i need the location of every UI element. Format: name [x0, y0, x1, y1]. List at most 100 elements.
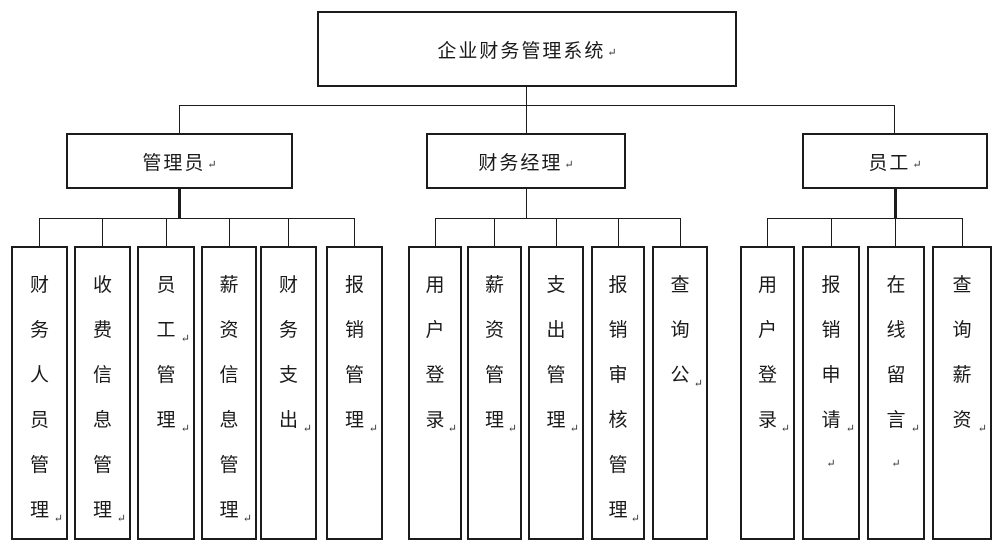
branch-label: 员工 — [868, 151, 911, 174]
leaf-char-line: 申 — [804, 351, 858, 396]
leaf-char: 审 — [608, 364, 628, 386]
leaf-char: 理 — [156, 409, 176, 431]
leaf-char: 收 — [92, 274, 112, 296]
return-mark: ↵ — [912, 157, 922, 171]
leaf-char-line: 录↵ — [742, 396, 793, 441]
leaf-char-line: 管 — [593, 441, 643, 486]
leaf-char-line: 报 — [804, 261, 858, 306]
leaf-char: 登 — [425, 364, 445, 386]
leaf-char-line: 收 — [76, 261, 129, 306]
leaf-char: 员 — [156, 274, 176, 296]
leaf-char: 理 — [92, 499, 112, 521]
leaf-char: 登 — [757, 364, 777, 386]
leaf-char-line: 在 — [869, 261, 923, 306]
leaf-char-line: 户 — [410, 306, 460, 351]
return-mark: ↵ — [507, 422, 517, 435]
leaf-char: 销 — [608, 319, 628, 341]
leaf-char: 销 — [344, 319, 364, 341]
leaf-char-line: 核 — [593, 396, 643, 441]
leaf-char: 出 — [546, 319, 566, 341]
leaf-char-line: 管 — [469, 351, 520, 396]
leaf-char: 息 — [92, 409, 112, 431]
leaf-char: 申 — [821, 364, 841, 386]
leaf-char-line: 请↵ — [804, 396, 858, 441]
leaf-char-line: 息 — [203, 396, 255, 441]
leaf-char: 管 — [92, 454, 112, 476]
leaf-char: 请 — [821, 409, 841, 431]
node-reimbursement-application: 报销申请↵↵ — [802, 246, 860, 540]
leaf-char: 管 — [608, 454, 628, 476]
return-mark: ↵ — [368, 422, 378, 435]
leaf-char-line: 资 — [203, 306, 255, 351]
return-mark: ↵ — [780, 422, 790, 435]
node-finance-staff-management: 财务人员管理↵ — [11, 246, 68, 540]
leaf-char: 费 — [92, 319, 112, 341]
leaf-char: 支 — [546, 274, 566, 296]
connector-leaf-drop — [354, 218, 355, 246]
leaf-char: 管 — [156, 364, 176, 386]
leaf-char: 务 — [278, 319, 298, 341]
leaf-char: 言 — [886, 409, 906, 431]
connector-stub-employee — [894, 189, 897, 218]
leaf-char-line: 信 — [203, 351, 255, 396]
leaf-char: 用 — [425, 274, 445, 296]
leaf-char-line: 管 — [13, 441, 66, 486]
node-query-salary: 查询薪资↵ — [932, 246, 992, 540]
leaf-char: 户 — [425, 319, 445, 341]
branch-label: 管理员 — [142, 151, 206, 174]
return-mark: ↵ — [910, 422, 920, 435]
leaf-char-line: 息 — [76, 396, 129, 441]
leaf-char: 员 — [29, 409, 49, 431]
leaf-char-line: 费 — [76, 306, 129, 351]
connector-stub-finance-manager — [526, 189, 527, 218]
leaf-char-line: 工↵ — [139, 306, 193, 351]
leaf-char: 报 — [344, 274, 364, 296]
leaf-char-line: 员 — [13, 396, 66, 441]
leaf-char: 管 — [219, 454, 239, 476]
return-mark: ↵ — [845, 422, 855, 435]
leaf-char: 信 — [219, 364, 239, 386]
leaf-char-line: 支 — [530, 261, 582, 306]
return-mark: ↵ — [242, 512, 252, 525]
leaf-char-line: 薪 — [203, 261, 255, 306]
leaf-char-line: 薪 — [469, 261, 520, 306]
return-mark: ↵ — [447, 422, 457, 435]
leaf-char-line: 审 — [593, 351, 643, 396]
connector-drop-employee — [894, 105, 895, 133]
leaf-char: 核 — [608, 409, 628, 431]
leaf-char: 理 — [219, 499, 239, 521]
leaf-char-line: 公↵ — [654, 351, 706, 396]
return-mark: ↵ — [693, 377, 703, 390]
leaf-char-line: 销 — [593, 306, 643, 351]
leaf-char: 支 — [278, 364, 298, 386]
leaf-char-line: 言↵ — [869, 396, 923, 441]
leaf-char-line: 务 — [262, 306, 315, 351]
leaf-char-line: 理↵ — [139, 396, 193, 441]
leaf-char-line: 线 — [869, 306, 923, 351]
leaf-char: 工 — [156, 319, 176, 341]
leaf-char-line: 管 — [139, 351, 193, 396]
connector-leaf-drop — [166, 218, 167, 246]
leaf-char-line: 理↵ — [593, 486, 643, 531]
return-mark: ↵ — [977, 422, 987, 435]
return-mark: ↵ — [569, 422, 579, 435]
node-online-message: 在线留言↵↵ — [867, 246, 925, 540]
leaf-char: 管 — [546, 364, 566, 386]
leaf-char: 询 — [952, 319, 972, 341]
node-reimbursement-audit-management: 报销审核管理↵ — [591, 246, 645, 540]
connector-leaf-drop — [494, 218, 495, 246]
node-employee-management: 员工↵管理↵ — [137, 246, 195, 540]
return-mark: ↵ — [180, 422, 190, 435]
leaf-char-line: 管 — [203, 441, 255, 486]
leaf-char-line: 销 — [328, 306, 381, 351]
connector-leaf-drop — [39, 218, 40, 246]
leaf-char-line: 资↵ — [934, 396, 990, 441]
leaf-char-line: 务 — [13, 306, 66, 351]
return-mark: ↵ — [180, 332, 190, 345]
node-finance-manager: 财务经理↵ — [426, 133, 626, 189]
leaf-char-line: 查 — [654, 261, 706, 306]
leaf-char: 资 — [219, 319, 239, 341]
node-admin: 管理员↵ — [66, 133, 293, 189]
leaf-char-line: 薪 — [934, 351, 990, 396]
